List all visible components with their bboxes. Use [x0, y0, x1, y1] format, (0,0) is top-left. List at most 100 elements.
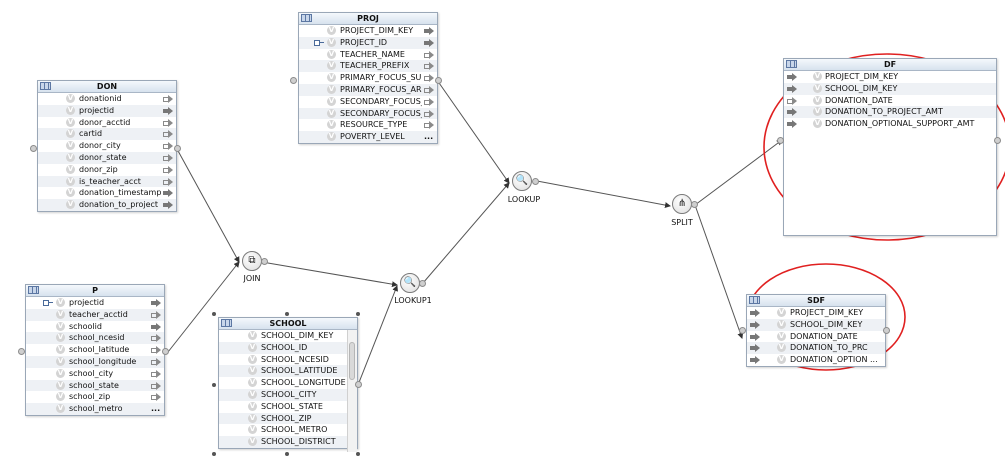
- arrow-icon: [424, 85, 434, 94]
- table-row[interactable]: DONATION_OPTIONAL_SUPPORT_AMT: [784, 118, 996, 130]
- table-row[interactable]: DONATION_TO_PROJECT_AMT: [784, 106, 996, 119]
- table-row[interactable]: PROJECT_ID: [299, 36, 437, 49]
- virtual-column-icon: [813, 95, 822, 105]
- resize-handle[interactable]: [285, 312, 289, 316]
- resize-handle[interactable]: [212, 452, 216, 456]
- table-row[interactable]: SCHOOL_LONGITUDE: [219, 377, 347, 389]
- output-port[interactable]: [994, 137, 1001, 144]
- arrow-icon: [163, 118, 173, 127]
- table-row[interactable]: school_ncesid: [26, 332, 164, 345]
- table-row[interactable]: is_teacher_acct: [38, 175, 176, 188]
- input-port[interactable]: [777, 137, 784, 144]
- table-df[interactable]: DF PROJECT_DIM_KEY SCHOOL_DIM_KEY DONATI…: [783, 58, 997, 236]
- output-port[interactable]: [162, 348, 169, 355]
- table-p[interactable]: P projectid teacher_acctid schoolid scho…: [25, 284, 165, 416]
- table-row[interactable]: SCHOOL_NCESID: [219, 354, 347, 366]
- table-row[interactable]: PRIMARY_FOCUS_AREA: [299, 83, 437, 96]
- table-row[interactable]: teacher_acctid: [26, 308, 164, 321]
- scrollbar-thumb[interactable]: [349, 342, 355, 380]
- resize-handle[interactable]: [356, 312, 360, 316]
- table-row[interactable]: donor_zip: [38, 164, 176, 176]
- table-don[interactable]: DON donationid projectid donor_acctid ca…: [37, 80, 177, 212]
- table-row[interactable]: SCHOOL_CITY: [219, 388, 347, 401]
- table-row[interactable]: SECONDARY_FOCUS_AREA: [299, 107, 437, 120]
- more-columns-indicator[interactable]: ...: [151, 404, 161, 414]
- table-row[interactable]: school_state: [26, 379, 164, 392]
- virtual-column-icon: [56, 404, 65, 414]
- table-row[interactable]: SCHOOL_METRO: [219, 424, 347, 436]
- virtual-column-icon: [66, 105, 75, 115]
- resize-handle[interactable]: [356, 452, 360, 456]
- table-row[interactable]: donor_acctid: [38, 117, 176, 129]
- table-row[interactable]: DONATION_DATE: [747, 331, 885, 343]
- lookup1-operator[interactable]: 🔍: [400, 273, 420, 293]
- output-port[interactable]: [174, 145, 181, 152]
- table-row[interactable]: TEACHER_NAME: [299, 49, 437, 61]
- table-row[interactable]: SCHOOL_DIM_KEY: [784, 82, 996, 95]
- table-row[interactable]: SCHOOL_ZIP: [219, 412, 347, 425]
- input-port[interactable]: [739, 327, 746, 334]
- more-columns-indicator[interactable]: ...: [424, 132, 434, 142]
- output-port[interactable]: [355, 381, 362, 388]
- table-row[interactable]: SCHOOL_DIM_KEY: [219, 330, 347, 342]
- output-port[interactable]: [691, 201, 698, 208]
- virtual-column-icon: [248, 401, 257, 411]
- table-row[interactable]: DONATION_DATE: [784, 95, 996, 107]
- table-row[interactable]: DONATION_OPTION ...: [747, 354, 885, 366]
- resize-handle[interactable]: [285, 452, 289, 456]
- table-proj[interactable]: PROJ PROJECT_DIM_KEY PROJECT_ID TEACHER_…: [298, 12, 438, 144]
- table-row[interactable]: RESOURCE_TYPE: [299, 119, 437, 131]
- table-row[interactable]: donationid: [38, 93, 176, 105]
- table-row[interactable]: PROJECT_DIM_KEY: [784, 71, 996, 83]
- virtual-column-icon: [327, 49, 336, 59]
- table-row[interactable]: school_latitude: [26, 344, 164, 356]
- table-row[interactable]: donor_city: [38, 140, 176, 152]
- table-school[interactable]: SCHOOL SCHOOL_DIM_KEY SCHOOL_ID SCHOOL_N…: [218, 317, 358, 452]
- table-row[interactable]: TEACHER_PREFIX: [299, 60, 437, 73]
- table-row[interactable]: schoolid: [26, 321, 164, 333]
- table-row[interactable]: PRIMARY_FOCUS_SUBJECT: [299, 72, 437, 84]
- table-row[interactable]: projectid: [26, 297, 164, 309]
- output-port[interactable]: [435, 77, 442, 84]
- input-arrow-icon: [787, 108, 797, 117]
- resize-handle[interactable]: [212, 312, 216, 316]
- table-row[interactable]: PROJECT_DIM_KEY: [299, 25, 437, 37]
- virtual-column-icon: [248, 378, 257, 388]
- table-sdf[interactable]: SDF PROJECT_DIM_KEY SCHOOL_DIM_KEY DONAT…: [746, 294, 886, 367]
- table-row[interactable]: SCHOOL_DISTRICT: [219, 436, 347, 448]
- table-header: PROJ: [299, 13, 437, 25]
- table-row[interactable]: PROJECT_DIM_KEY: [747, 307, 885, 319]
- magnifier-icon: 🔍: [403, 277, 417, 288]
- table-row[interactable]: DONATION_TO_PRC: [747, 342, 885, 355]
- table-row[interactable]: donation_timestamp: [38, 187, 176, 199]
- input-port[interactable]: [290, 77, 297, 84]
- output-port[interactable]: [261, 258, 268, 265]
- table-row[interactable]: SCHOOL_STATE: [219, 401, 347, 413]
- output-port[interactable]: [419, 280, 426, 287]
- table-row[interactable]: SECONDARY_FOCUS_SUBJECT: [299, 96, 437, 108]
- table-row[interactable]: school_city: [26, 368, 164, 380]
- table-row[interactable]: school_metro...: [26, 403, 164, 415]
- virtual-column-icon: [777, 308, 786, 317]
- table-row[interactable]: SCHOOL_DIM_KEY: [747, 318, 885, 331]
- split-operator[interactable]: ⋔: [672, 194, 692, 214]
- output-port[interactable]: [883, 327, 890, 334]
- output-port[interactable]: [532, 178, 539, 185]
- virtual-column-icon: [66, 141, 75, 151]
- table-row[interactable]: SCHOOL_LATITUDE: [219, 365, 347, 378]
- table-row[interactable]: donor_state: [38, 151, 176, 164]
- input-port[interactable]: [30, 145, 37, 152]
- table-row[interactable]: POVERTY_LEVEL...: [299, 131, 437, 143]
- magnifier-icon: 🔍: [515, 175, 529, 186]
- resize-handle[interactable]: [212, 383, 216, 387]
- lookup-operator[interactable]: 🔍: [512, 171, 532, 191]
- table-row[interactable]: school_longitude: [26, 355, 164, 368]
- table-row[interactable]: donation_to_project: [38, 199, 176, 211]
- table-row[interactable]: SCHOOL_ID: [219, 341, 347, 354]
- join-operator[interactable]: ⧉: [242, 251, 262, 271]
- input-port[interactable]: [18, 348, 25, 355]
- table-row[interactable]: projectid: [38, 104, 176, 117]
- table-row[interactable]: cartid: [38, 128, 176, 141]
- vertical-scrollbar[interactable]: [347, 330, 357, 452]
- table-row[interactable]: school_zip: [26, 391, 164, 403]
